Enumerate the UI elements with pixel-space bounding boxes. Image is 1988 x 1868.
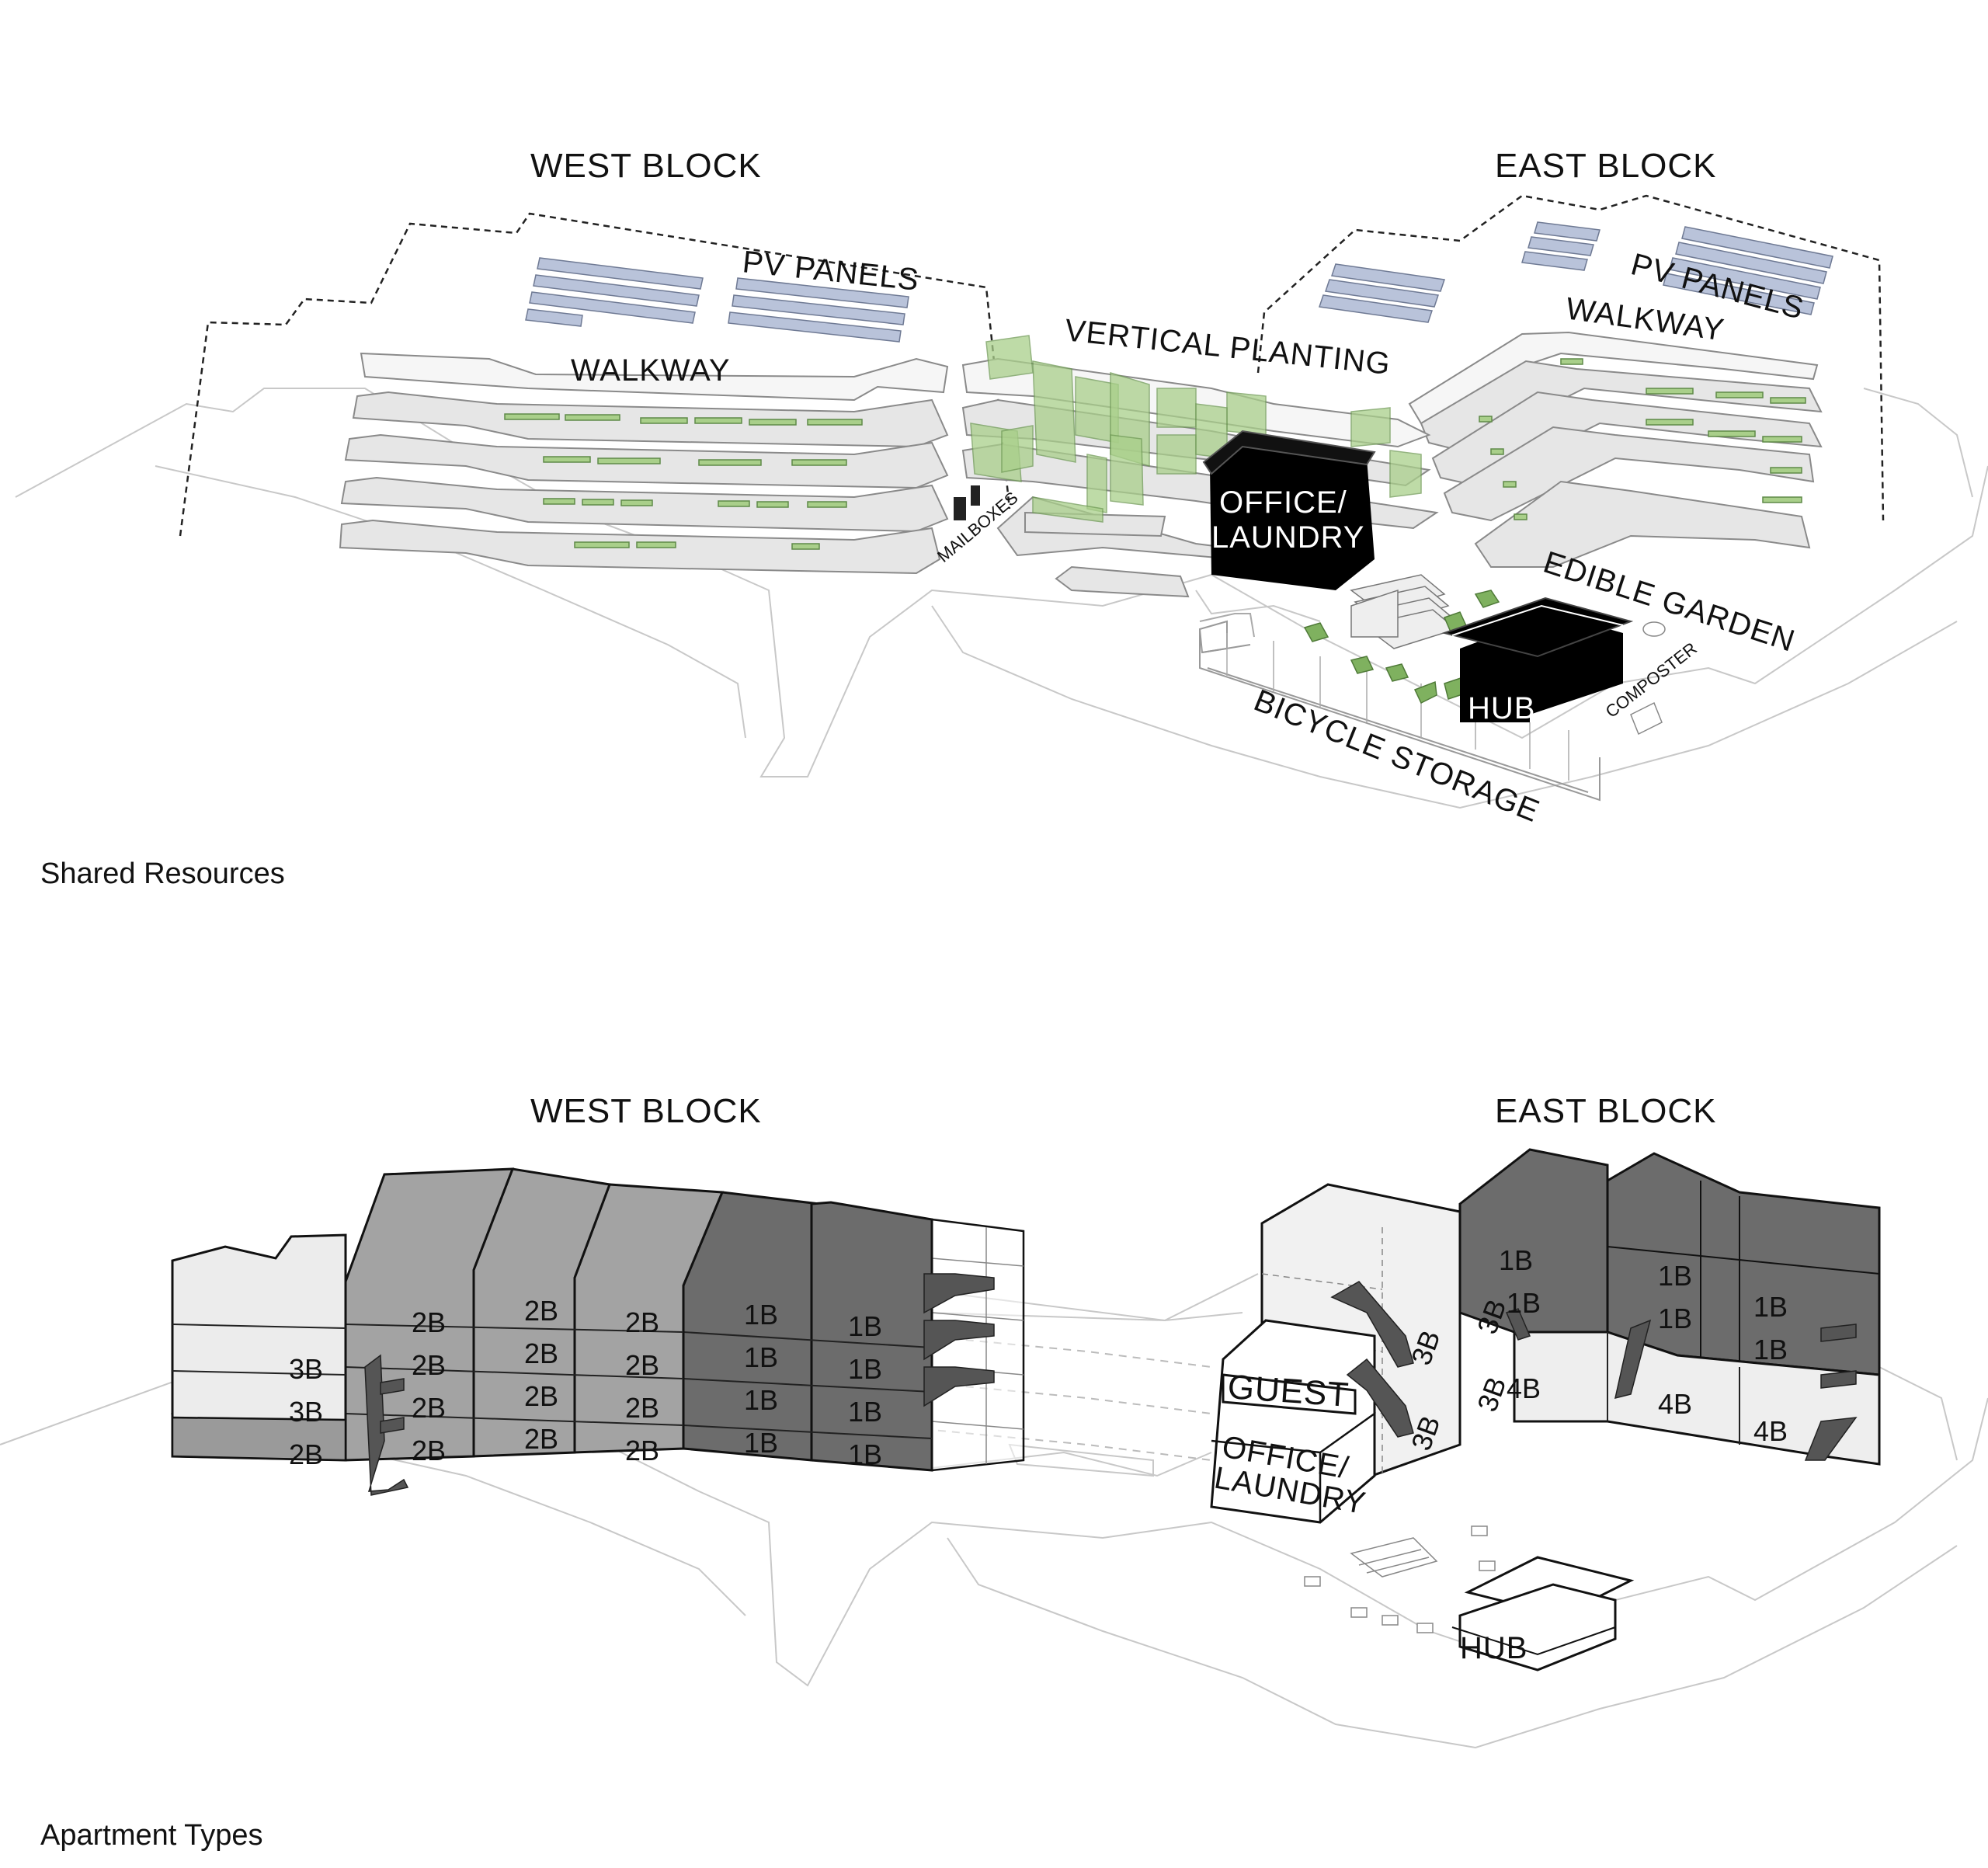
unit-label: 1B (744, 1427, 778, 1459)
unit-label: 2B (412, 1392, 446, 1424)
vertical-planting-label: VERTICAL PLANTING (1063, 313, 1392, 381)
unit-label: 2B (524, 1380, 558, 1412)
apartment-types-diagram: HUB 3B 3B 2B 2B 2B 2B 2B 2B (0, 1092, 1988, 1852)
shared-resources-diagram: OFFICE/ LAUNDRY MAILBOXES (15, 147, 1988, 890)
west-unit-labels: 3B 3B 2B 2B 2B 2B 2B 2B 2B 2B 2B 2B 2B 2… (289, 1295, 882, 1470)
bottom-stair (1350, 1537, 1438, 1578)
stair-block (1350, 574, 1458, 649)
hub-volume: HUB (1441, 597, 1634, 725)
bottom-east-block-title: EAST BLOCK (1495, 1092, 1717, 1130)
unit-label: 1B (1753, 1334, 1788, 1365)
unit-label: 1B (744, 1299, 778, 1331)
hub-outline-bottom: HUB (1304, 1525, 1635, 1671)
unit-label: 2B (289, 1438, 323, 1470)
east-stairs (1330, 1281, 1858, 1461)
unit-label: 1B (744, 1384, 778, 1416)
bottom-west-block-title: WEST BLOCK (530, 1092, 762, 1130)
unit-label: 1B (848, 1438, 882, 1470)
unit-label: 2B (625, 1306, 659, 1338)
unit-label: 1B (1499, 1244, 1533, 1276)
unit-label: 2B (412, 1306, 446, 1338)
top-east-block-title: EAST BLOCK (1495, 147, 1717, 185)
unit-label: 2B (625, 1392, 659, 1424)
office-laundry-volume: OFFICE/ LAUNDRY (1202, 430, 1376, 590)
unit-label: 2B (625, 1349, 659, 1381)
unit-label: 1B (848, 1310, 882, 1342)
unit-label: 3B (289, 1353, 323, 1385)
unit-label: 2B (524, 1295, 558, 1327)
unit-label: 2B (412, 1349, 446, 1381)
unit-label: 1B (848, 1353, 882, 1385)
unit-label: 2B (412, 1435, 446, 1466)
pv-panels-east (1319, 221, 1833, 323)
unit-label: 4B (1753, 1415, 1788, 1447)
west-block-massing (171, 1167, 1025, 1496)
unit-label: 1B (1753, 1291, 1788, 1323)
apartment-types-caption: Apartment Types (40, 1819, 263, 1852)
west-stairs (364, 1273, 995, 1496)
unit-label: 4B (1658, 1388, 1692, 1420)
east-roof-outline (1256, 194, 1885, 521)
unit-label: 2B (524, 1338, 558, 1369)
guest-label: GUEST (1226, 1368, 1350, 1414)
west-roof-outline (179, 212, 1011, 537)
east-unit-labels: 3B 3B 1B 1B 3B 3B 4B 1B 1B 4B 1B 1B 4B (1405, 1244, 1788, 1455)
walkway-west-label: WALKWAY (571, 353, 731, 388)
hub-label-top: HUB (1468, 691, 1535, 725)
office-label-line1: OFFICE/ (1219, 485, 1347, 520)
unit-label: 2B (524, 1423, 558, 1455)
unit-label: 4B (1507, 1372, 1541, 1404)
laundry-label-line2: LAUNDRY (1211, 520, 1364, 555)
top-west-block-title: WEST BLOCK (530, 147, 762, 185)
ground-amenities: HUB COMPOSTER (1198, 590, 1701, 802)
unit-label: 1B (1658, 1303, 1692, 1334)
site-outline (15, 388, 1988, 809)
unit-label: 1B (1658, 1260, 1692, 1292)
east-walkway-slabs (1408, 331, 1823, 568)
unit-label: 1B (1507, 1287, 1541, 1319)
east-block-massing (1210, 1148, 1881, 1524)
unit-label: 2B (625, 1435, 659, 1466)
unit-label: 1B (848, 1396, 882, 1428)
pv-panels-west (525, 257, 909, 343)
unit-label: 3B (289, 1396, 323, 1428)
hub-label-bottom: HUB (1460, 1631, 1527, 1665)
unit-label: 1B (744, 1341, 778, 1373)
west-walkway-slabs (339, 352, 949, 575)
shared-resources-caption: Shared Resources (40, 857, 285, 890)
vertical-planting (970, 335, 1422, 523)
